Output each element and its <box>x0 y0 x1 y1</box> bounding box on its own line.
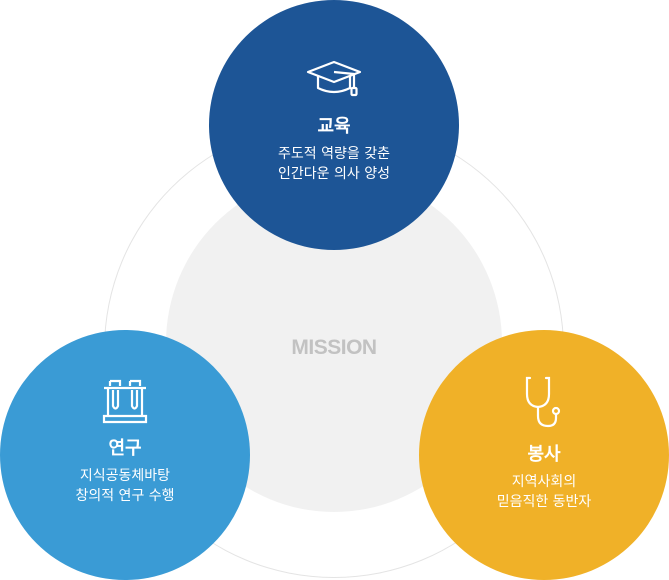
pillar-desc-line: 지역사회의 <box>511 474 577 490</box>
pillar-desc-line: 인간다운 의사 양성 <box>278 166 390 182</box>
pillar-desc-line: 지식공동체바탕 <box>79 468 171 484</box>
pillar-education: 교육 주도적 역량을 갖춘 인간다운 의사 양성 <box>209 0 459 250</box>
pillar-desc-line: 믿음직한 동반자 <box>496 494 592 510</box>
pillar-service: 봉사 지역사회의 믿음직한 동반자 <box>419 330 669 580</box>
pillar-desc-line: 창의적 연구 수행 <box>75 488 175 504</box>
mission-label: MISSION <box>291 336 377 359</box>
pillar-research: 연구 지식공동체바탕 창의적 연구 수행 <box>0 330 250 580</box>
pillar-title: 봉사 <box>527 444 561 465</box>
test-tubes-icon <box>102 379 148 424</box>
pillar-title: 연구 <box>108 438 142 459</box>
graduation-cap-icon <box>306 60 362 97</box>
pillar-title: 교육 <box>317 116 351 137</box>
stethoscope-icon <box>525 376 561 428</box>
pillar-desc-line: 주도적 역량을 갖춘 <box>278 146 390 162</box>
